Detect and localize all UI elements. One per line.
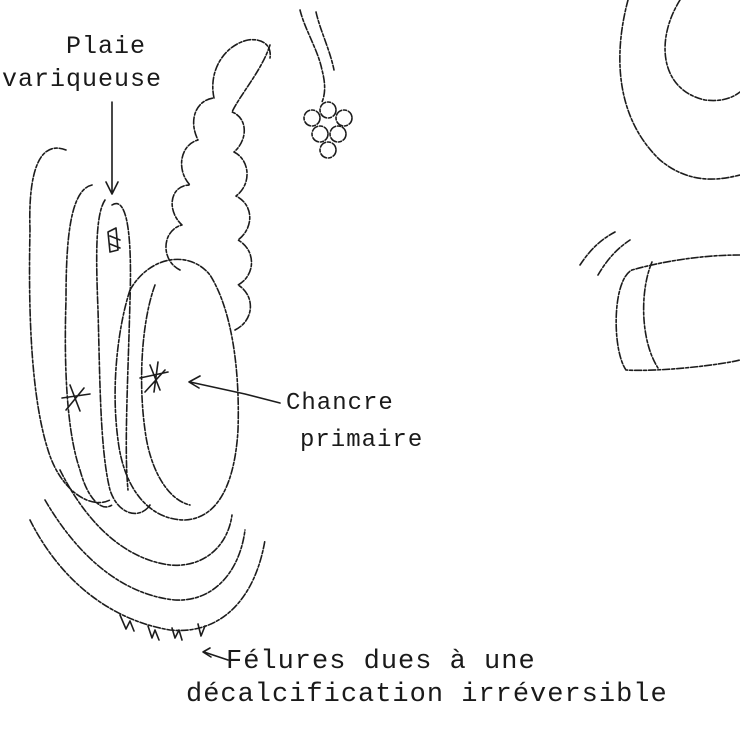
twisted-vessel-right	[232, 45, 270, 330]
inner-oval-outline	[142, 285, 190, 505]
chancre-label-line1: Chancre	[286, 392, 394, 416]
cluster-stem	[300, 10, 325, 102]
cluster-bead	[330, 126, 346, 142]
arrow-felures	[203, 648, 228, 660]
felures-label-line2: décalcification irréversible	[186, 682, 668, 709]
left-tube-outline	[65, 185, 112, 507]
cluster-bead	[320, 142, 336, 158]
right-upper-curve	[665, 0, 740, 101]
chancre-oval-outline	[115, 259, 238, 520]
cluster-bead	[312, 126, 328, 142]
cluster-stem-2	[316, 12, 334, 70]
varicose-wound-mark	[108, 228, 120, 252]
right-cylinder-outline	[616, 255, 740, 370]
plaie-label-line2: variqueuse	[2, 67, 162, 92]
cluster-bead	[304, 110, 320, 126]
arrow-chancre	[189, 376, 280, 403]
arrow-plaie	[106, 102, 118, 194]
cluster-bead	[336, 110, 352, 126]
plaie-label-line1: Plaie	[66, 34, 146, 59]
right-large-curve	[620, 0, 740, 179]
twisted-vessel-left	[166, 98, 214, 270]
chancre-label-line2: primaire	[300, 429, 423, 453]
bottom-band-inner	[60, 470, 232, 565]
cluster-bead	[320, 102, 336, 118]
vessel-top-loop	[213, 40, 270, 98]
right-cylinder-edge	[644, 262, 658, 368]
felures-label-line1: Félures dues à une	[226, 649, 536, 676]
chancre-star-mark	[140, 362, 168, 392]
bottom-band-outer	[30, 520, 265, 630]
right-motion-lines	[580, 232, 630, 275]
